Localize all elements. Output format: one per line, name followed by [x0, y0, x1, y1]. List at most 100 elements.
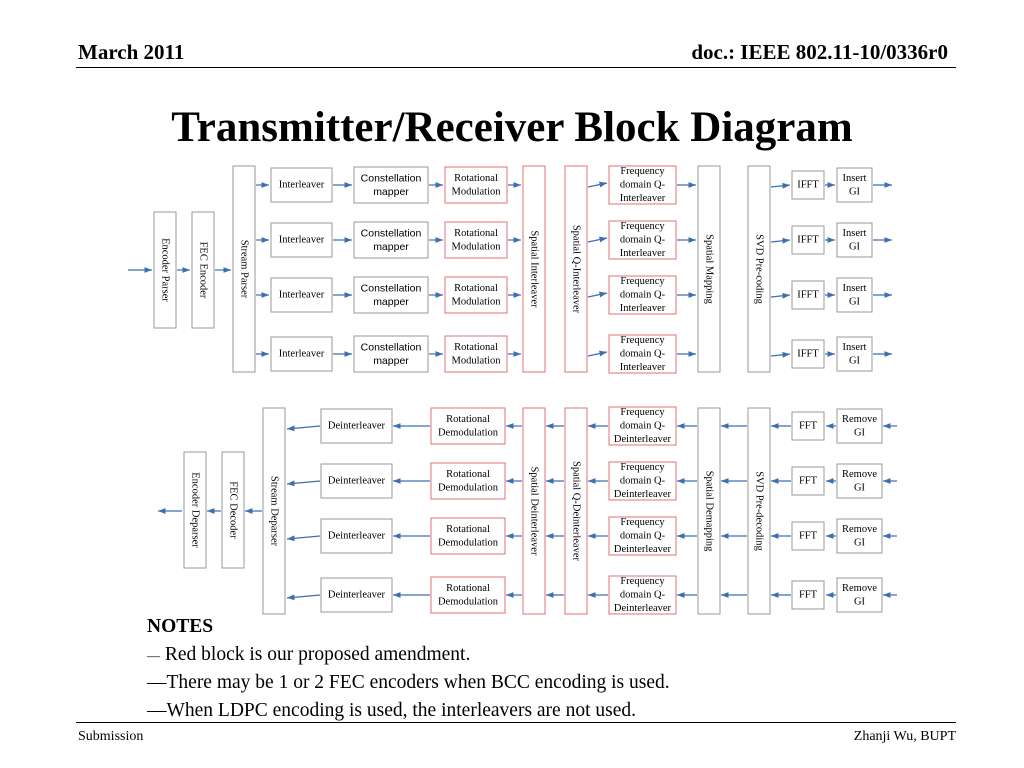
interleaver-block: Interleaver: [270, 222, 333, 258]
insert-gi-block-frame: [836, 167, 873, 203]
header-rule: [76, 67, 956, 68]
rotational-demodulation-block-label: Rotational: [446, 524, 490, 535]
rotational-modulation-block-label: Rotational: [454, 173, 498, 184]
fft-block-frame: [791, 466, 825, 496]
note-dash: —: [147, 672, 167, 693]
ifft-block-frame: [791, 339, 825, 369]
interleaver-block-frame: [270, 222, 333, 258]
remove-gi-block-label: Remove: [842, 414, 877, 425]
ifft-block-label: IFFT: [797, 290, 819, 301]
remove-gi-block-label: GI: [854, 537, 866, 548]
fec-encoder-block-label: FEC Encoder: [198, 242, 209, 299]
constellation-mapper-block-frame: [353, 335, 429, 373]
fft-block: FFT: [791, 521, 825, 551]
interleaver-block-frame: [270, 167, 333, 203]
note-item: —There may be 1 or 2 FEC encoders when B…: [147, 669, 670, 697]
remove-gi-block-frame: [836, 577, 883, 613]
insert-gi-block-label: GI: [849, 355, 861, 366]
freq-q-deinterleaver-block-frame: [608, 406, 677, 446]
signal-arrow: [587, 350, 608, 357]
remove-gi-block-label: Remove: [842, 469, 877, 480]
insert-gi-block-frame: [836, 222, 873, 258]
deinterleaver-block: Deinterleaver: [320, 408, 393, 444]
deinterleaver-block-frame: [320, 518, 393, 554]
signal-arrow: [587, 291, 608, 298]
stream-deparser-block: Stream Deparser: [262, 407, 286, 615]
rotational-demodulation-block-frame: [430, 407, 506, 445]
freq-q-deinterleaver-block-frame: [608, 575, 677, 615]
fft-block-frame: [791, 521, 825, 551]
insert-gi-block-label: Insert: [843, 342, 867, 353]
notes-heading: NOTES: [147, 616, 214, 637]
rotational-demodulation-block-frame: [430, 517, 506, 555]
deinterleaver-block-frame: [320, 577, 393, 613]
freq-q-interleaver-block-label: Frequency: [620, 335, 665, 346]
spatial-deinterleaver-block-frame: [522, 407, 546, 615]
rotational-modulation-block-label: Modulation: [452, 241, 502, 252]
freq-q-interleaver-block-label: domain Q-: [620, 180, 666, 191]
note-item: — Red block is our proposed amendment.: [147, 641, 670, 670]
deinterleaver-block: Deinterleaver: [320, 463, 393, 499]
freq-q-deinterleaver-block-frame: [608, 516, 677, 556]
encoder-deparser-block-frame: [183, 451, 207, 569]
fec-encoder-block: FEC Encoder: [191, 211, 215, 329]
spatial-q-deinterleaver-block: Spatial Q-Deinterleaver: [564, 407, 588, 615]
stream-parser-block: Stream Parser: [232, 165, 256, 373]
freq-q-deinterleaver-block-label: Deinterleaver: [614, 544, 672, 555]
ifft-block-frame: [791, 280, 825, 310]
freq-q-deinterleaver-block-label: domain Q-: [620, 531, 666, 542]
freq-q-interleaver-block-label: Interleaver: [620, 248, 666, 259]
interleaver-block-label: Interleaver: [279, 349, 325, 360]
rotational-demodulation-block-label: Demodulation: [438, 427, 499, 438]
signal-arrow: [770, 182, 791, 189]
rotational-modulation-block-label: Rotational: [454, 228, 498, 239]
ifft-block-label: IFFT: [797, 349, 819, 360]
freq-q-deinterleaver-block-label: Frequency: [620, 576, 665, 587]
constellation-mapper-block-label: Constellation: [361, 282, 422, 294]
note-item: —When LDPC encoding is used, the interle…: [147, 697, 670, 725]
stream-deparser-block-frame: [262, 407, 286, 615]
rotational-demodulation-block-label: Rotational: [446, 469, 490, 480]
interleaver-block: Interleaver: [270, 167, 333, 203]
rotational-modulation-block-frame: [444, 276, 508, 314]
spatial-interleaver-block-frame: [522, 165, 546, 373]
svd-precoding-block-label: SVD Pre-coding: [754, 234, 765, 304]
remove-gi-block-frame: [836, 518, 883, 554]
freq-q-deinterleaver-block-label: domain Q-: [620, 590, 666, 601]
ifft-block-frame: [791, 170, 825, 200]
rotational-modulation-block-label: Rotational: [454, 342, 498, 353]
constellation-mapper-block-label: Constellation: [361, 172, 422, 184]
freq-q-deinterleaver-block-label: domain Q-: [620, 476, 666, 487]
encoder-deparser-block-label: Encoder Deparser: [190, 472, 201, 548]
ifft-block: IFFT: [791, 280, 825, 310]
signal-arrow: [286, 480, 321, 487]
fft-block: FFT: [791, 580, 825, 610]
rotational-demodulation-block-frame: [430, 576, 506, 614]
note-text: Red block is our proposed amendment.: [164, 643, 471, 665]
note-text: There may be 1 or 2 FEC encoders when BC…: [166, 672, 670, 693]
encoder-deparser-block: Encoder Deparser: [183, 451, 207, 569]
interleaver-block-label: Interleaver: [279, 235, 325, 246]
constellation-mapper-block-frame: [353, 166, 429, 204]
signal-arrow: [286, 594, 321, 601]
rotational-demodulation-block-label: Demodulation: [438, 537, 499, 548]
